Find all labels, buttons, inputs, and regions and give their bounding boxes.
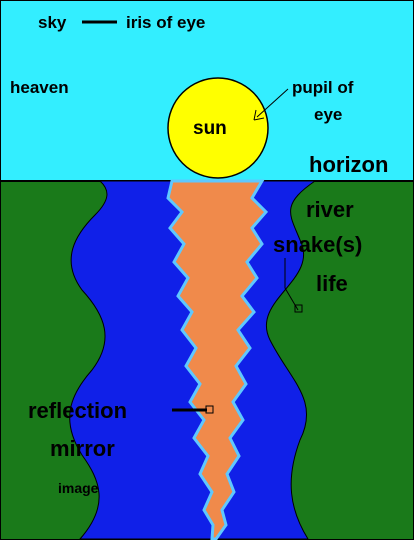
sky-label: sky xyxy=(38,13,67,32)
life-pointer-marker xyxy=(294,304,303,313)
reflection-pointer-marker xyxy=(205,405,214,414)
life-pointer-line xyxy=(284,258,299,311)
horizon-label: horizon xyxy=(309,152,388,177)
pupil-label-line1: pupil of xyxy=(292,78,354,97)
pupil-pointer-arrowhead xyxy=(253,109,265,121)
image-label: image xyxy=(58,480,99,496)
sun-reflection xyxy=(166,179,269,540)
river-label: river xyxy=(306,197,354,222)
mirror-label: mirror xyxy=(50,436,115,461)
iris-label: iris of eye xyxy=(126,13,205,32)
snakes-label: snake(s) xyxy=(273,232,362,257)
heaven-label: heaven xyxy=(10,78,69,97)
life-label: life xyxy=(316,271,348,296)
pupil-label-line2: eye xyxy=(314,105,342,124)
reflection-label: reflection xyxy=(28,398,127,423)
sun-circle xyxy=(167,77,269,179)
sun-label: sun xyxy=(193,118,227,139)
pupil-pointer-line xyxy=(256,88,289,118)
